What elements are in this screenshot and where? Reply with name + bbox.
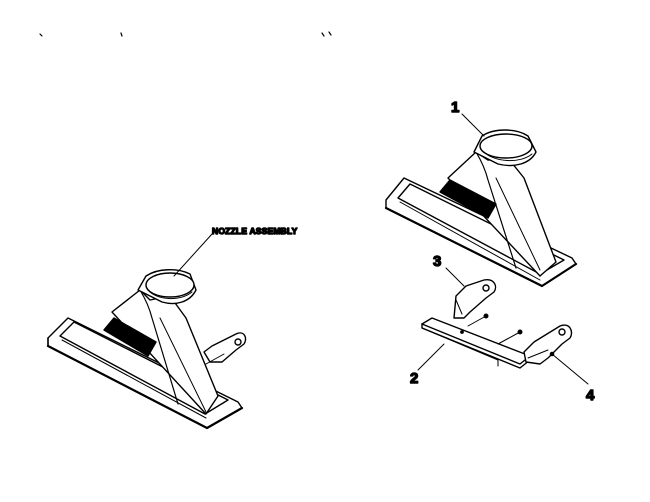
nozzle-assembly-left xyxy=(46,233,247,430)
callout-3: 3 xyxy=(433,253,441,270)
part-3-bracket xyxy=(445,267,497,319)
leader-3 xyxy=(445,267,465,287)
leader-4 xyxy=(551,353,589,385)
callout-2: 2 xyxy=(410,370,418,387)
part-1-nozzle xyxy=(384,113,578,288)
leader-1 xyxy=(461,113,485,137)
part-4-bracket xyxy=(523,324,589,385)
leader-assembly xyxy=(173,233,213,277)
nozzle-assembly-label: NOZZLE ASSEMBLY xyxy=(212,226,298,236)
nameplate-left xyxy=(103,317,157,357)
scan-marks xyxy=(39,31,332,37)
callout-4: 4 xyxy=(586,387,595,404)
part-2-plate xyxy=(417,313,531,371)
nameplate-right xyxy=(439,179,497,219)
callout-1: 1 xyxy=(451,99,459,116)
leader-2 xyxy=(417,343,445,371)
